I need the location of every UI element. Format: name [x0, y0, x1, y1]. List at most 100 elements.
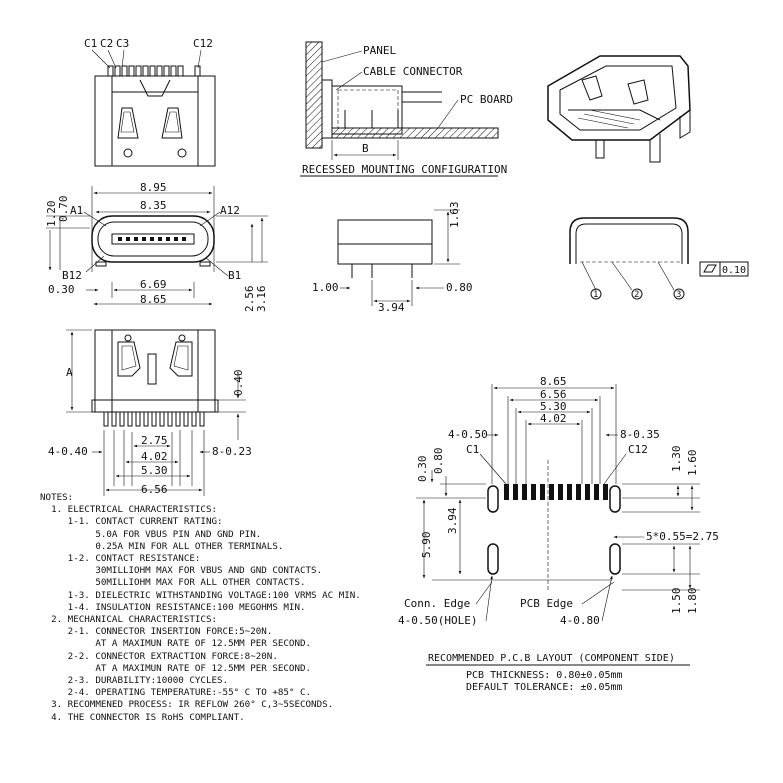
callout-2: 2: [631, 288, 643, 300]
pcb-dim-0-80: 0.80: [432, 448, 445, 475]
pcb-label-pcb-edge: PCB Edge: [520, 597, 573, 610]
dim-5-30: 5.30: [141, 464, 168, 477]
note-line: 1-2. CONTACT RESISTANCE:: [40, 553, 201, 565]
pcb-dim-4-02: 4.02: [540, 412, 567, 425]
pcb-dim-1-50: 1.50: [670, 588, 683, 615]
flatness-value: 0.10: [722, 265, 746, 276]
flatness-frame: 0.10: [699, 261, 749, 277]
side-view: 1.63 1.00 3.94 0.80: [312, 202, 473, 315]
dim-0-40-v: 0.40: [232, 370, 245, 397]
dim-0-80: 0.80: [446, 281, 473, 294]
bottom-view: A 0.40 4-0.40 2.75 4.02 5.30 6.56 8-0.23: [48, 329, 252, 496]
front-view-contacts: [118, 237, 186, 241]
label-cable-connector: CABLE CONNECTOR: [363, 65, 463, 78]
pcb-dim-4-0-80: 4-0.80: [560, 614, 600, 627]
recessed-mounting-view: PANEL CABLE CONNECTOR PC BOARD B RECESSE…: [300, 41, 513, 177]
label-b1: B1: [228, 269, 241, 282]
layout-tolerance: DEFAULT TOLERANCE: ±0.05mm: [466, 682, 623, 693]
pcb-dim-4-0-50: 4-0.50: [448, 428, 488, 441]
label-a12: A12: [220, 204, 240, 217]
bottom-view-pins: [103, 411, 205, 427]
dim-8-35: 8.35: [140, 199, 167, 212]
layout-thickness: PCB THICKNESS: 0.80±0.05mm: [466, 670, 623, 681]
pcb-dim-hole: 4-0.50(HOLE): [398, 614, 477, 627]
dim-8-95: 8.95: [140, 181, 167, 194]
pcb-dim-8-0-35: 8-0.35: [620, 428, 660, 441]
top-view: C1 C2 C3 C12: [84, 37, 216, 167]
dim-2-56: 2.56: [243, 286, 256, 313]
dim-0-70: 0.70: [57, 196, 70, 223]
pcb-dim-1-80: 1.80: [686, 588, 699, 615]
front-view: 8.95 8.35 1.20 0.70 A1 A12 B12 B1: [45, 181, 268, 312]
label-c12: C12: [193, 37, 213, 50]
label-c1: C1: [84, 37, 97, 50]
note-line: 2. MECHANICAL CHARACTERISTICS:: [40, 614, 218, 626]
note-line: 4. THE CONNECTOR IS RoHS COMPLIANT.: [40, 711, 245, 723]
note-line: NOTES:: [40, 492, 74, 503]
note-line: 1-3. DIELECTRIC WITHSTANDING VOLTAGE:100…: [40, 589, 361, 601]
dim-8-0-23: 8-0.23: [212, 445, 252, 458]
pcb-dim-0-30: 0.30: [416, 456, 429, 483]
dim-1-00: 1.00: [312, 281, 339, 294]
pcb-label-c1: C1: [466, 443, 479, 456]
label-c3: C3: [116, 37, 129, 50]
dim-8-65: 8.65: [140, 293, 167, 306]
label-panel: PANEL: [363, 44, 396, 57]
note-line: 1-1. CONTACT CURRENT RATING:: [40, 516, 223, 528]
dim-4-0-40: 4-0.40: [48, 445, 88, 458]
pcb-dim-1-30: 1.30: [670, 446, 683, 473]
callout-2-label: 2: [634, 290, 639, 300]
note-line: 1-4. INSULATION RESISTANCE:100 MEGOHMS M…: [40, 601, 306, 613]
label-pc-board: PC BOARD: [460, 93, 513, 106]
pcb-label-conn-edge: Conn. Edge: [404, 597, 470, 610]
label-a1: A1: [70, 204, 83, 217]
layout-title-block: RECOMMENDED P.C.B LAYOUT (COMPONENT SIDE…: [426, 653, 690, 693]
note-line: 2-2. CONNECTOR EXTRACTION FORCE:8~20N.: [40, 650, 278, 662]
dim-2-75: 2.75: [141, 434, 168, 447]
callout-1: 1: [590, 288, 602, 300]
note-line: 2-3. DURABILITY:10000 CYCLES.: [40, 675, 229, 687]
pcb-dim-6-56: 6.56: [540, 388, 567, 401]
dim-6-69: 6.69: [140, 278, 167, 291]
label-a: A: [66, 366, 73, 379]
notes-block: NOTES: 1. ELECTRICAL CHARACTERISTICS: 1-…: [40, 492, 400, 724]
note-line: 2-1. CONNECTOR INSERTION FORCE:5~20N.: [40, 626, 273, 638]
pcb-label-c12: C12: [628, 443, 648, 456]
note-line: 3. RECOMMENED PROCESS: IR REFLOW 260° C,…: [40, 699, 334, 711]
note-line: 50MILLIOHM MAX FOR ALL OTHER CONTACTS.: [40, 577, 306, 589]
pcb-signal-pads: [504, 484, 608, 500]
note-line: AT A MAXIMUN RATE OF 12.5MM PER SECOND.: [40, 662, 312, 674]
dim-3-94: 3.94: [378, 301, 405, 314]
dim-0-30: 0.30: [48, 283, 75, 296]
top-view-pins: [107, 65, 201, 77]
section-view: 1 2 3 0.10: [569, 217, 749, 300]
pcb-dim-5-30: 5.30: [540, 400, 567, 413]
pcb-dim-pitch: 5*0.55=2.75: [646, 530, 719, 543]
label-b12: B12: [62, 269, 82, 282]
pcb-layout: 8.65 6.56 5.30 4.02 4-0.50 8-0.35 C1 C12: [398, 375, 719, 627]
pcb-dim-3-94: 3.94: [446, 507, 459, 534]
dim-1-20: 1.20: [45, 201, 58, 228]
isometric-view: [547, 55, 691, 163]
note-line: 2-4. OPERATING TEMPERATURE:-55° C TO +85…: [40, 687, 312, 699]
pcb-dim-5-90: 5.90: [420, 532, 433, 559]
note-line: 30MILLIOHM MAX FOR VBUS AND GND CONTACTS…: [40, 565, 323, 577]
callout-3: 3: [673, 288, 685, 300]
layout-title: RECOMMENDED P.C.B LAYOUT (COMPONENT SIDE…: [428, 653, 675, 664]
callout-3-label: 3: [676, 290, 681, 300]
dim-3-16: 3.16: [255, 286, 268, 313]
recessed-title: RECESSED MOUNTING CONFIGURATION: [302, 163, 507, 176]
note-line: 1. ELECTRICAL CHARACTERISTICS:: [40, 504, 218, 516]
label-b: B: [362, 142, 369, 155]
dim-1-63: 1.63: [448, 202, 461, 229]
dim-4-02: 4.02: [141, 450, 168, 463]
note-line: AT A MAXIMUN RATE OF 12.5MM PER SECOND.: [40, 638, 312, 650]
pcb-dim-1-60: 1.60: [686, 450, 699, 477]
note-line: 5.0A FOR VBUS PIN AND GND PIN.: [40, 528, 262, 540]
label-c2: C2: [100, 37, 113, 50]
dim-6-56: 6.56: [141, 483, 168, 496]
pcb-dim-8-65: 8.65: [540, 375, 567, 388]
note-line: 0.25A MIN FOR ALL OTHER TERMINALS.: [40, 540, 284, 552]
callout-1-label: 1: [593, 290, 598, 300]
